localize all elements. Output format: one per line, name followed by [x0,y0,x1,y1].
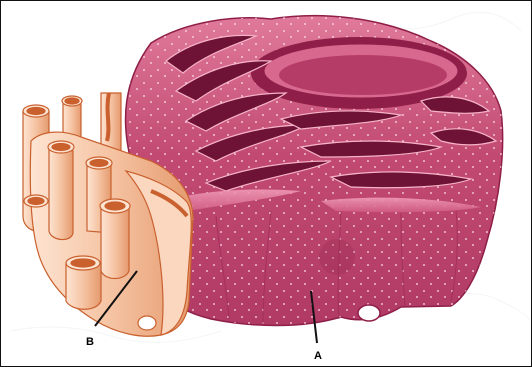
label-b: B [86,336,94,348]
label-a: A [314,350,322,362]
